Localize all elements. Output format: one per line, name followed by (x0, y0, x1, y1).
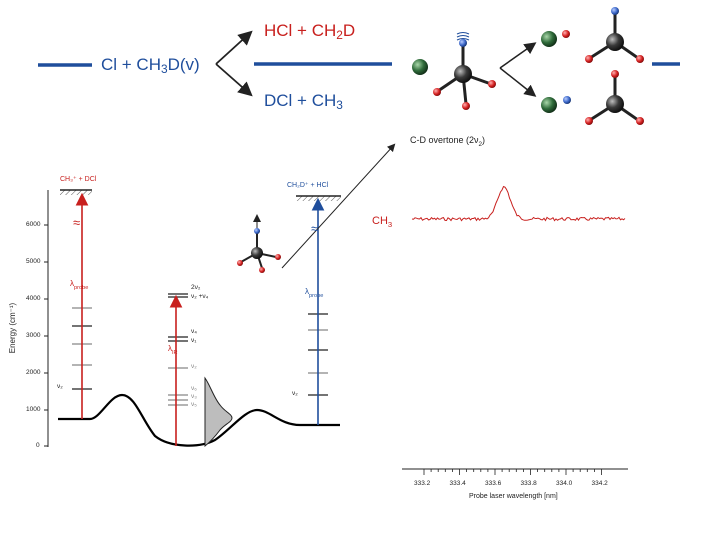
x-tick-label: 334.2 (591, 480, 608, 487)
ytick-6000: 6000 (26, 221, 41, 228)
ch3d-small-molecule (237, 214, 281, 273)
xaxis-title: Probe laser wavelength [nm] (469, 493, 558, 500)
wavefunction-shape (204, 376, 233, 448)
ytick-2000: 2000 (26, 369, 41, 376)
left-asymptote-hatch (60, 190, 92, 195)
ytick-5000: 5000 (26, 258, 41, 265)
level-nu1: ν₁ (191, 337, 197, 344)
ch2d-radical (585, 7, 644, 63)
ch3-radical (585, 70, 644, 125)
dcl-molecule (541, 96, 571, 113)
level-nu3: ν₃ (191, 393, 197, 400)
x-tick-label: 333.2 (414, 480, 431, 487)
right-lambda-probe: λprobe (305, 287, 324, 299)
x-tick-label: 333.6 (485, 480, 502, 487)
ch3-spectrum-label: CH3 (372, 215, 393, 229)
cd-overtone-label: C-D overtone (2ν2) (410, 135, 486, 148)
energy-axis-label: Energy (cm⁻¹) (8, 302, 18, 354)
right-asymptote-label: CH₂D⁺ + HCl (287, 182, 329, 189)
level-nu6: ν₆ (191, 385, 197, 392)
x-tick-label: 334.0 (556, 480, 573, 487)
product-arrow-lower (499, 67, 537, 97)
x-tick-label: 333.4 (449, 480, 466, 487)
branch-arrow-lower (215, 63, 253, 97)
spectrum-x-ticks (423, 469, 602, 475)
reactant-label: Cl + CH3D(v) (101, 55, 200, 76)
left-break-symbol: ≈ (73, 215, 81, 230)
nu2-right-label: ν₂ (292, 390, 298, 397)
energy-y-ticks (44, 224, 48, 447)
level-nu5: ν₅ (191, 401, 197, 408)
ytick-3000: 3000 (26, 332, 41, 339)
ytick-0: 0 (36, 442, 40, 449)
left-lambda-probe: λprobe (70, 279, 89, 291)
cl-atom-reactant (412, 59, 428, 75)
ch3d-molecule (433, 32, 496, 110)
ytick-4000: 4000 (26, 295, 41, 302)
level-nu2: ν₂ (191, 363, 197, 370)
product-upper-label: HCl + CH2D (264, 21, 356, 42)
nu2-left-label: ν₂ (57, 383, 63, 390)
connector-arrow (281, 143, 396, 269)
lambda-ir-label: λIR (168, 344, 178, 356)
level-2nu2: 2ν₂ (191, 284, 201, 291)
x-tick-label: 333.8 (520, 480, 537, 487)
product-lower-label: DCl + CH3 (264, 91, 343, 112)
product-arrow-upper (499, 42, 537, 69)
hcl-molecule (541, 30, 570, 47)
branch-arrow-upper (215, 30, 253, 65)
level-nu2-nu4: ν₂ +ν₄ (191, 293, 209, 300)
ytick-1000: 1000 (26, 406, 41, 413)
level-nu4: ν₄ (191, 328, 197, 335)
potential-curve (58, 393, 340, 447)
ch3-spectrum-trace (411, 185, 626, 222)
left-asymptote-label: CH₃⁺ + DCl (60, 176, 97, 183)
center-vib-levels (168, 293, 188, 406)
right-break-symbol: ≈ (311, 221, 319, 236)
